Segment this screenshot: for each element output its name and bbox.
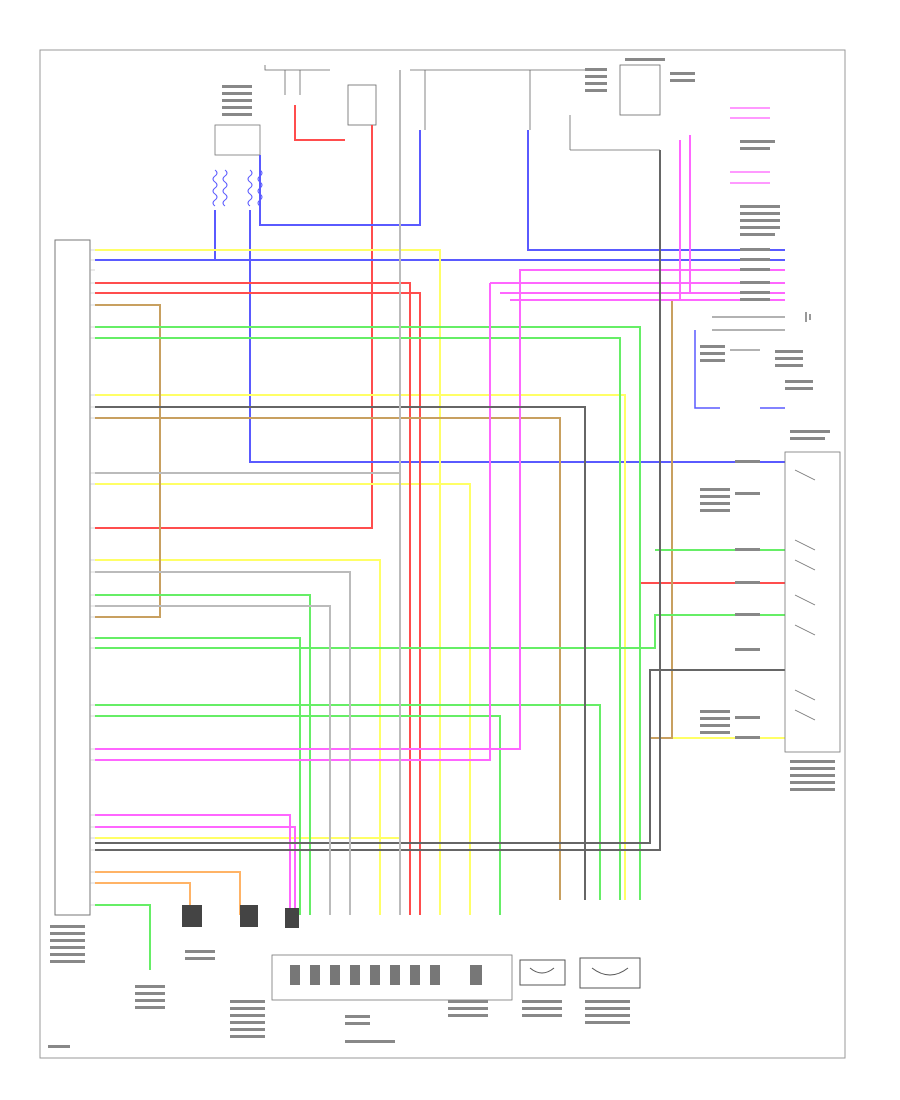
wire-gray-5	[95, 605, 331, 915]
wire-magenta-7	[95, 283, 491, 761]
bottom-caption-blocks	[48, 925, 630, 1048]
wire-green-5	[95, 704, 601, 900]
wire-yellow-1	[95, 249, 441, 915]
right-connector-box	[784, 451, 841, 753]
wire-brown-1	[95, 304, 161, 618]
top-sensor-box	[214, 124, 261, 156]
wire-orange-2	[95, 882, 191, 915]
wire-yellow-2	[95, 394, 626, 900]
transmission-control-module	[54, 239, 91, 916]
wire-green-3	[95, 637, 301, 915]
wires	[95, 70, 785, 970]
wire-gray-2	[95, 150, 661, 851]
wire-blue-4	[527, 130, 785, 251]
wire-brown-3	[650, 300, 673, 739]
wire-green-6	[95, 715, 501, 915]
wire-red-main	[294, 105, 345, 141]
bottom-connectors	[182, 905, 299, 928]
top-small-labels	[222, 58, 780, 236]
bottom-sensors	[519, 957, 641, 989]
wire-red-3	[95, 292, 421, 915]
wire-blue-3	[249, 210, 785, 463]
fuse-box	[264, 64, 661, 151]
wire-gray-3	[95, 669, 785, 844]
wire-magenta-9	[95, 826, 296, 915]
wire-red-2	[95, 282, 411, 915]
diagram-border	[39, 49, 846, 1059]
wire-green-9	[95, 594, 311, 915]
wire-green-8	[95, 904, 151, 970]
top-connector-coils	[212, 169, 263, 207]
wire-magenta-6	[95, 269, 785, 750]
wire-green-2	[95, 337, 621, 900]
wire-gray-6	[95, 472, 401, 915]
wire-green-1	[95, 326, 641, 900]
right-small-wires	[694, 330, 785, 409]
right-switch-contacts	[794, 469, 816, 721]
tcm-pin-ticks	[90, 249, 95, 906]
wire-gray-1	[95, 406, 586, 900]
wire-gray-4	[95, 571, 351, 915]
wire-brown-2	[95, 417, 561, 900]
right-wire-tags	[700, 248, 835, 791]
wire-green-4	[95, 614, 785, 649]
wire-blue-top	[259, 130, 421, 226]
wire-yellow-4	[95, 559, 381, 915]
valve-body-pins	[290, 965, 482, 985]
wire-orange-1	[95, 871, 241, 915]
wire-magenta-8	[95, 814, 291, 915]
right-gray-wires	[712, 316, 785, 351]
wire-yellow-3	[95, 483, 471, 915]
ground-symbol	[805, 312, 811, 322]
